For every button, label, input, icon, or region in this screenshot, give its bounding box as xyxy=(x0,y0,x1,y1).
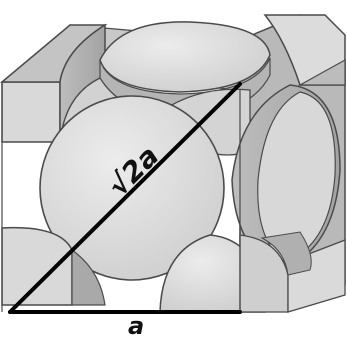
face-diagonal-line xyxy=(8,82,242,314)
edge-label: a xyxy=(128,312,144,339)
corner-atom-bottom-left xyxy=(1,226,106,306)
corner-atom-top-right xyxy=(263,14,346,86)
face-atom-right xyxy=(231,84,341,271)
corner-atom-bottom-right xyxy=(239,231,346,313)
cube-edges xyxy=(1,82,241,312)
